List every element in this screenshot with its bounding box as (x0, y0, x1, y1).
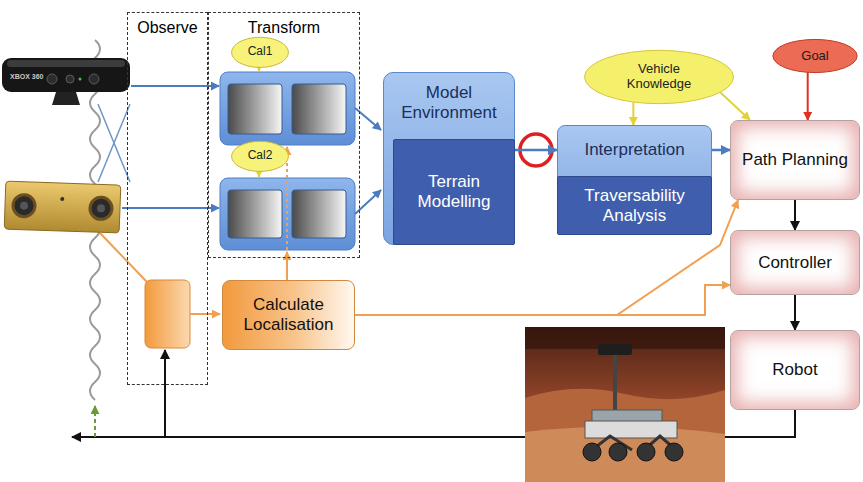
rover-rocker (592, 436, 676, 450)
knowledge-ellipse: Vehicle Knowledge (583, 48, 735, 106)
flow-arrow (794, 295, 796, 330)
ellipse-outline (232, 141, 289, 171)
odometry-box (145, 280, 190, 348)
ellipse-outline (773, 39, 857, 72)
data-arrow (355, 190, 381, 214)
mars-hills (525, 389, 725, 482)
transform-box (220, 178, 355, 250)
odometry-line (100, 233, 147, 282)
sensor-lens (66, 75, 74, 83)
box-label: Controller (758, 253, 832, 273)
box-label: Calculate Localisation (229, 295, 348, 334)
box-label: Path Planning (742, 150, 848, 170)
group-box: Observe (127, 12, 208, 385)
camera-lens (20, 202, 28, 210)
localisation-arrow (286, 252, 288, 280)
gradient-square (292, 84, 346, 134)
sensor-lens (47, 74, 57, 84)
ellipse-outline (232, 37, 289, 67)
box-label: Traversability Analysis (564, 186, 705, 225)
rover-head (598, 344, 632, 355)
goal-ellipse: Goal (772, 38, 858, 74)
rover-wheel (583, 443, 601, 461)
box-heading: Observe (137, 19, 197, 37)
flow-arrow (515, 149, 557, 152)
model-box: InterpretationTraversability Analysis (557, 125, 712, 235)
feedback-arrow (94, 406, 96, 437)
box-label: Terrain Modelling (400, 172, 508, 211)
sensor-stand (52, 92, 80, 105)
gradient-square (228, 84, 282, 134)
data-arrow (122, 207, 219, 209)
rover-wheel (637, 443, 655, 461)
flow-arrow (632, 102, 634, 125)
flow-arrow (794, 200, 796, 230)
model-box: Model EnvironmentTerrain Modelling (383, 72, 515, 245)
odometry-arrow (190, 313, 220, 315)
flow-arrow (807, 72, 809, 120)
box-label: Cal2 (248, 149, 273, 163)
rover-body (585, 421, 677, 438)
control-box: Robot (730, 330, 860, 410)
camera-lens (97, 204, 105, 212)
data-arrow (131, 85, 219, 87)
feedback-arrow (164, 350, 166, 437)
transform-box (220, 72, 355, 145)
sensor-lens (89, 74, 99, 84)
camera-lens (13, 194, 36, 217)
control-box: Controller (730, 230, 860, 295)
calibration-ellipse: Cal1 (231, 36, 289, 69)
sensor-line (98, 104, 130, 182)
ellipse-outline (585, 50, 734, 103)
camera-dot (60, 197, 64, 201)
process-box: Calculate Localisation (222, 280, 355, 350)
gradient-square (228, 190, 282, 238)
data-arrow (355, 108, 381, 130)
sensor-line (98, 104, 130, 182)
robot-photo (525, 327, 725, 482)
box-label: Vehicle Knowledge (614, 62, 704, 92)
localisation-line (286, 179, 288, 250)
gradient-square (292, 190, 346, 238)
box-heading: Interpretation (584, 140, 684, 160)
box-label: Cal1 (248, 45, 273, 59)
calibration-ellipse: Cal2 (231, 140, 289, 173)
brand-label: XBOX 360 (10, 73, 43, 80)
flow-arrow (712, 149, 730, 152)
flow-arrow (720, 92, 750, 120)
rover-deck (592, 410, 662, 422)
box-heading: Transform (248, 19, 320, 37)
rover-wheel (609, 443, 627, 461)
process-box: Traversability Analysis (557, 176, 712, 235)
camera-lens (90, 197, 113, 220)
sensor-gloss (7, 60, 125, 67)
control-box: Path Planning (730, 120, 860, 200)
kinect-sensor (2, 58, 130, 92)
rover-mast (613, 352, 617, 414)
flow-arrow (355, 285, 730, 315)
group-box: TransformCal1Cal2 (208, 12, 360, 258)
rover-wheel (665, 443, 683, 461)
box-label: Goal (801, 49, 828, 64)
process-box: Terrain Modelling (393, 139, 515, 245)
stereo-camera (4, 181, 121, 233)
sensor-led (79, 78, 82, 81)
box-label: Robot (772, 360, 817, 380)
box-heading: Model Environment (390, 83, 508, 122)
